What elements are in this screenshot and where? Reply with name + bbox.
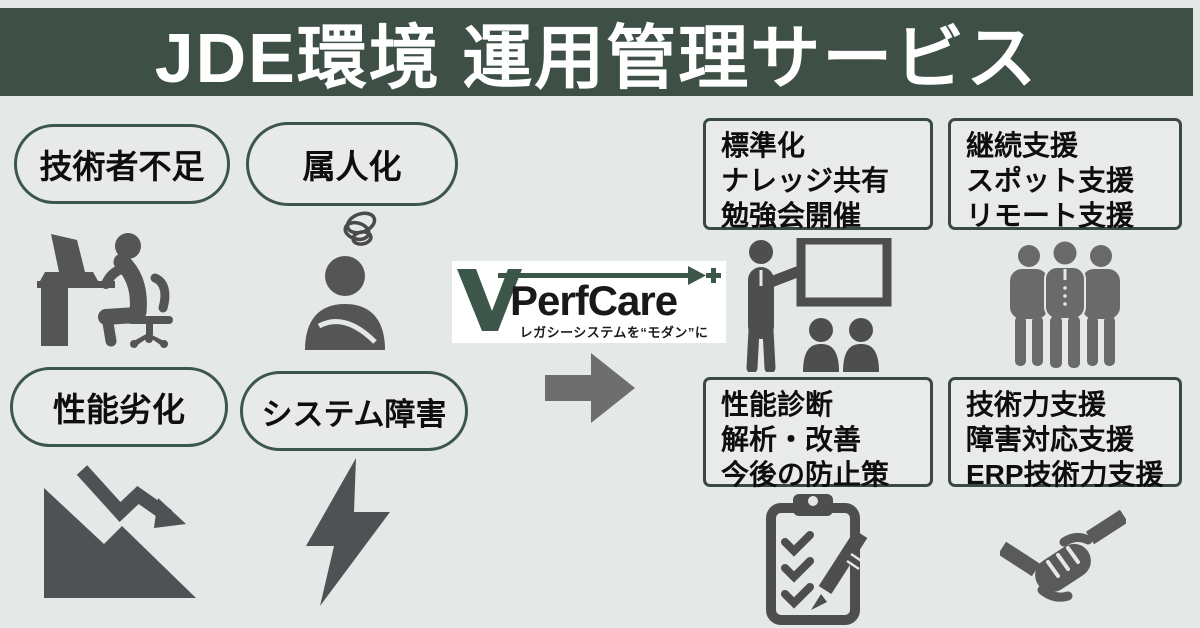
solution-line: 障害対応支援	[966, 424, 1135, 455]
flow-arrow-icon	[545, 353, 635, 423]
page-title: JDE環境 運用管理サービス	[154, 18, 1039, 97]
logo-graphics	[457, 266, 721, 331]
solution-box-technical-support: 技術力支援 障害対応支援 ERP技術力支援	[948, 377, 1182, 490]
solution-line: 性能診断	[721, 389, 834, 420]
problem-pill-performance-degradation: 性能劣化	[10, 367, 228, 447]
logo-plus-icon	[706, 268, 721, 283]
confused-person-icon	[295, 208, 400, 350]
problem-label: 技術者不足	[39, 148, 205, 185]
perfcare-logo: PerfCare レガシーシステムを“モダン”に	[452, 261, 726, 343]
solution-line: ナレッジ共有	[721, 165, 890, 196]
solution-line: 技術力支援	[966, 389, 1107, 420]
logo-arrow-icon	[498, 266, 706, 285]
solution-box-diagnosis: 性能診断 解析・改善 今後の防止策	[703, 377, 933, 490]
problem-pill-engineer-shortage: 技術者不足	[14, 124, 230, 204]
solution-box-standardization: 標準化 ナレッジ共有 勉強会開催	[703, 118, 933, 231]
handshake-icon	[1000, 506, 1126, 614]
logo-tagline: レガシーシステムを“モダン”に	[519, 325, 709, 340]
solution-line: スポット支援	[966, 165, 1135, 196]
checklist-pen-icon	[763, 494, 878, 626]
header-bar: JDE環境 運用管理サービス	[0, 8, 1193, 97]
logo-v-mark	[457, 269, 522, 331]
overworked-engineer-icon	[35, 220, 200, 348]
solution-line: 継続支援	[966, 130, 1079, 161]
team-icon	[1003, 240, 1127, 370]
lecture-icon	[735, 238, 893, 372]
performance-decline-icon	[38, 462, 200, 600]
problem-label: 性能劣化	[53, 391, 185, 428]
solution-line: 標準化	[721, 130, 806, 161]
solution-line: 今後の防止策	[721, 459, 890, 490]
problem-label: システム障害	[261, 396, 447, 432]
solution-box-support-styles: 継続支援 スポット支援 リモート支援	[948, 118, 1182, 231]
problem-label: 属人化	[302, 148, 402, 185]
problem-pill-system-failure: システム障害	[240, 371, 468, 451]
lightning-bolt-icon	[298, 458, 398, 606]
problem-pill-personalization: 属人化	[246, 122, 458, 206]
logo-brand: PerfCare	[510, 277, 678, 324]
solution-line: 解析・改善	[721, 424, 862, 455]
solution-line: ERP技術力支援	[966, 459, 1164, 490]
solution-line: 勉強会開催	[721, 200, 862, 231]
solution-line: リモート支援	[966, 200, 1135, 231]
